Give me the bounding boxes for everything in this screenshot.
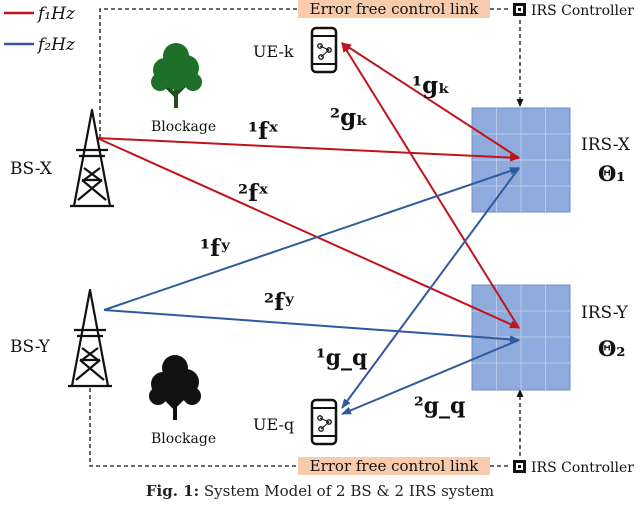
control-links bbox=[89, 8, 524, 467]
irs-y-name: IRS-Y bbox=[581, 303, 629, 323]
figure-label: Fig. 1: bbox=[145, 482, 200, 500]
ue-q-phone-icon bbox=[310, 398, 338, 446]
path-1gk bbox=[341, 42, 520, 159]
path-2fX bbox=[96, 137, 520, 329]
chip-icon bbox=[513, 3, 526, 16]
legend: f₁Hz f₂Hz bbox=[4, 4, 76, 55]
bs-x-tower-icon bbox=[70, 108, 114, 208]
irs-controller-bottom-label: IRS Controller bbox=[531, 460, 634, 476]
label-1fX: ¹fˣ bbox=[248, 118, 279, 145]
control-box-top: Error free control link bbox=[298, 0, 490, 18]
control-link-bottom-line bbox=[89, 388, 298, 467]
chip-icon bbox=[513, 460, 526, 473]
signal-paths bbox=[96, 42, 520, 415]
bs-x-label: BS-X bbox=[10, 159, 53, 179]
control-link-top-line bbox=[99, 8, 298, 138]
control-box-top-label: Error free control link bbox=[310, 0, 480, 18]
irs-y-phase: Θ₂ bbox=[598, 336, 626, 361]
blockage-label-top: Blockage bbox=[151, 119, 216, 135]
control-box-bottom-label: Error free control link bbox=[310, 457, 480, 475]
irs-controller-bottom: IRS Controller bbox=[513, 460, 634, 476]
ue-k-label: UE-k bbox=[253, 42, 294, 61]
figure-caption-text: System Model of 2 BS & 2 IRS system bbox=[199, 482, 495, 500]
blockage-label-bottom: Blockage bbox=[151, 431, 216, 447]
irs-controller-top-label: IRS Controller bbox=[531, 3, 634, 19]
label-1gk: ¹gₖ bbox=[412, 72, 450, 99]
ue-k-phone-icon bbox=[310, 26, 338, 74]
legend-label-f2: f₂Hz bbox=[36, 35, 76, 55]
path-1fY bbox=[103, 167, 520, 311]
label-1gq: ¹g_q bbox=[316, 345, 367, 371]
irs-x-name: IRS-X bbox=[581, 135, 631, 155]
bs-y-tower-icon bbox=[68, 288, 112, 388]
label-2gq: ²g_q bbox=[414, 393, 465, 419]
path-2fY bbox=[103, 309, 520, 344]
tree-icon-bottom bbox=[149, 355, 201, 420]
ue-q-label: UE-q bbox=[253, 415, 294, 434]
label-2gk: ²gₖ bbox=[330, 104, 368, 131]
bs-y-label: BS-Y bbox=[10, 337, 51, 357]
irs-x-phase: Θ₁ bbox=[598, 161, 626, 186]
label-1fY: ¹fʸ bbox=[200, 235, 231, 262]
path-1fX bbox=[96, 137, 520, 162]
irs-x-panel bbox=[471, 107, 571, 213]
label-2fY: ²fʸ bbox=[264, 289, 295, 316]
figure-caption: Fig. 1: System Model of 2 BS & 2 IRS sys… bbox=[0, 482, 640, 500]
legend-label-f1: f₁Hz bbox=[36, 4, 76, 24]
path-1gq bbox=[341, 167, 520, 409]
tree-icon-top bbox=[151, 43, 202, 108]
label-2fX: ²fˣ bbox=[238, 180, 269, 207]
path-2gk bbox=[341, 42, 520, 329]
path-2gq bbox=[341, 339, 520, 415]
irs-controller-top: IRS Controller bbox=[513, 3, 634, 19]
control-box-bottom: Error free control link bbox=[298, 457, 490, 475]
